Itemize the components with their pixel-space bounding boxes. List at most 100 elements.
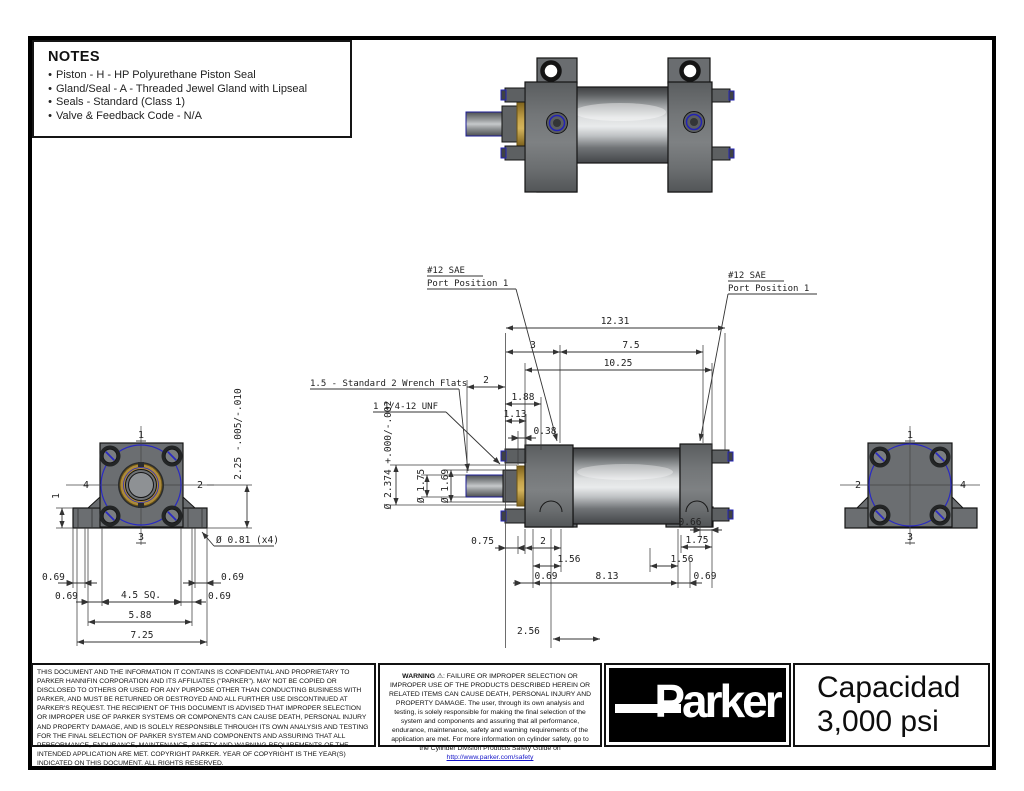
dim-1-56-left: 1.56 [558, 554, 581, 565]
rating-line-1: Capacidad [817, 671, 961, 704]
note-item: •Valve & Feedback Code - N/A [44, 110, 350, 124]
port-position-numbers: 1 2 3 4 1 2 3 4 [83, 430, 966, 543]
bullet-icon: • [48, 82, 52, 95]
cap-end-view [840, 426, 980, 545]
rod-gland-front [118, 462, 164, 508]
cap-end-pos-1: 1 [907, 430, 913, 441]
piston-rod [465, 474, 504, 498]
leader-lines [136, 275, 915, 547]
front-head [524, 81, 578, 193]
dim-2: 2 [540, 536, 546, 547]
note-item: •Seals - Standard (Class 1) [44, 96, 350, 110]
dim-overall-length: 12.31 [601, 316, 630, 327]
dim-pilot-square: 2.25 -.005/-.010 [233, 388, 244, 480]
note-item: •Piston - H - HP Polyurethane Piston Sea… [44, 69, 350, 83]
notes-title: NOTES [48, 49, 100, 65]
dim-0-69-b: 0.69 [221, 572, 244, 583]
cap-end-pos-2: 2 [855, 480, 861, 491]
brass-gland [516, 101, 526, 147]
rating-block: Capacidad 3,000 psi [793, 663, 990, 747]
rating-line-2: 3,000 psi [817, 705, 939, 738]
warning-title: WARNING [402, 673, 436, 680]
dim-head-to-head: 10.25 [604, 358, 633, 369]
dim-gland-od: Ø 2.374 +.000/-.002 [383, 401, 394, 510]
safety-guide-link[interactable]: http://www.parker.com/safety [446, 754, 534, 761]
notes-box: NOTES •Piston - H - HP Polyurethane Pist… [32, 40, 352, 138]
dim-1-75: 1.75 [686, 535, 709, 546]
dim-7-25: 7.25 [131, 630, 154, 641]
rod-end-pos-4: 4 [83, 480, 89, 491]
dim-0-69-left: 0.69 [535, 571, 558, 582]
rod-end-pos-1: 1 [138, 430, 144, 441]
dim-gland-extension: 1.88 [512, 392, 535, 403]
cylinder-tube [572, 447, 681, 525]
rear-head [667, 81, 713, 193]
cap-end-pos-3: 3 [907, 532, 913, 543]
dim-rod-diameter: Ø 1.75 [416, 469, 427, 503]
cap-end-pos-4: 4 [960, 480, 966, 491]
piston-rod [465, 111, 503, 137]
dim-port-offset: 3 [530, 340, 536, 351]
bullet-icon: • [48, 109, 52, 122]
rod-end-view [66, 426, 214, 545]
port-label-right-2: Port Position 1 [728, 284, 809, 294]
label-rod-thread: 1 1/4-12 UNF [373, 402, 438, 412]
legal-text: THIS DOCUMENT AND THE INFORMATION IT CON… [37, 669, 369, 767]
warning-caps: : FAILURE OR IMPROPER SELECTION OR IMPRO… [388, 673, 592, 707]
bore-circle [100, 444, 182, 526]
lug-hole [679, 60, 701, 82]
note-item: •Gland/Seal - A - Threaded Jewel Gland w… [44, 83, 350, 97]
sheet-border [28, 36, 996, 770]
cylinder-tube [574, 86, 673, 164]
warning-triangle-icon: ⚠ [436, 673, 443, 680]
dim-0-69-c: 0.69 [55, 591, 78, 602]
dimension-lines [58, 325, 725, 645]
dim-0-69-right: 0.69 [694, 571, 717, 582]
dim-8-13: 8.13 [596, 571, 619, 582]
lug-hole [540, 60, 562, 82]
tie-rod-nuts [500, 87, 735, 161]
warning-block: WARNING ⚠: FAILURE OR IMPROPER SELECTION… [378, 663, 602, 761]
label-wrench-flats: 1.5 - Standard 2 Wrench Flats [310, 379, 467, 389]
foot-hole-arc [539, 500, 563, 513]
parker-logo-text: Parker [654, 675, 782, 727]
bore-circle [868, 443, 952, 527]
rear-head [679, 443, 713, 528]
bullet-icon: • [48, 96, 52, 108]
rod-end-pos-2: 2 [197, 480, 203, 491]
front-head [524, 444, 574, 528]
warning-body: The user, through its own analysis and t… [391, 700, 589, 752]
brand-block: Parker [604, 663, 791, 747]
dim-0-66: 0.66 [679, 517, 702, 528]
bullet-icon: • [48, 69, 52, 81]
leader-labels: #12 SAE Port Position 1 #12 SAE Port Pos… [310, 266, 809, 412]
label-foot-hole: Ø 0.81 (x4) [216, 535, 279, 546]
port-label-left-1: #12 SAE [427, 266, 465, 276]
isometric-cylinder-view [465, 57, 735, 193]
dim-rod-extension: 2 [483, 375, 489, 386]
rod-end-pos-3: 3 [138, 532, 144, 543]
dim-0-69-a: 0.69 [42, 572, 65, 583]
tie-rod-nut [869, 446, 951, 526]
brass-gland [516, 465, 526, 507]
dim-0-75: 0.75 [471, 536, 494, 547]
main-side-view [465, 443, 734, 528]
dim-foot-height: 1 [51, 493, 62, 499]
dim-0-38: 0.38 [534, 426, 557, 437]
dim-1-56-right: 1.56 [671, 554, 694, 565]
dim-pilot-diameter: Ø 1.69 [440, 469, 451, 504]
legal-text-block: THIS DOCUMENT AND THE INFORMATION IT CON… [31, 663, 376, 767]
tie-rod-nut [99, 445, 183, 527]
dim-stroke: 2.56 [517, 626, 540, 637]
port-label-left-2: Port Position 1 [427, 279, 508, 289]
dim-mounting-square: 4.5 SQ. [121, 590, 161, 601]
port-boss [546, 111, 705, 134]
dim-1-13: 1.13 [504, 409, 527, 420]
parker-logo: Parker [609, 668, 786, 742]
port-label-right-1: #12 SAE [728, 271, 766, 281]
dim-0-69-d: 0.69 [208, 591, 231, 602]
dimension-texts: 12.31 3 7.5 10.25 2 1.88 1.13 0.38 Ø 1.7… [42, 316, 717, 641]
dim-port-to-port: 7.5 [622, 340, 639, 351]
